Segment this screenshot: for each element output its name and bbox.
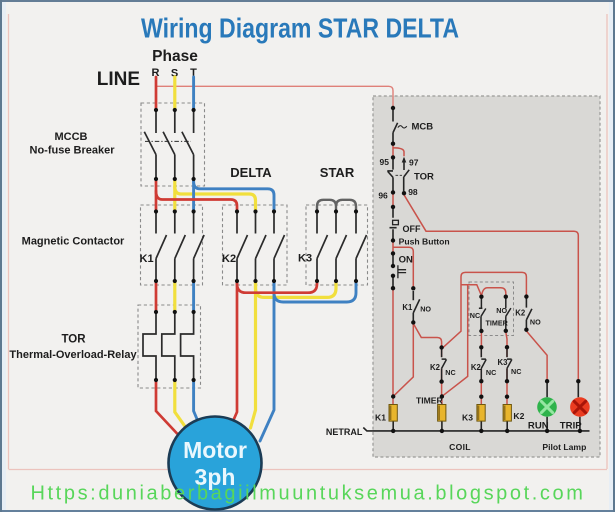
svg-text:Thermal-Overload-Relay: Thermal-Overload-Relay	[9, 349, 137, 361]
svg-text:LINE: LINE	[97, 69, 140, 90]
svg-text:NO: NO	[530, 317, 541, 326]
svg-text:S: S	[171, 68, 178, 80]
svg-text:TIMER: TIMER	[486, 319, 509, 328]
svg-text:ON: ON	[399, 254, 413, 265]
svg-text:NC: NC	[486, 368, 496, 377]
svg-text:98: 98	[408, 187, 418, 197]
svg-text:NO: NO	[496, 306, 507, 315]
svg-text:K2: K2	[515, 308, 526, 317]
svg-text:Wiring Diagram STAR DELTA: Wiring Diagram STAR DELTA	[141, 13, 459, 44]
svg-text:K2: K2	[222, 253, 236, 265]
svg-text:Pilot Lamp: Pilot Lamp	[542, 442, 586, 452]
svg-text:COIL: COIL	[449, 442, 471, 452]
svg-text:TIMER: TIMER	[416, 396, 444, 406]
svg-text:K2: K2	[430, 363, 441, 372]
svg-text:Motor: Motor	[183, 437, 247, 463]
svg-text:OFF: OFF	[403, 224, 421, 234]
svg-text:K1: K1	[140, 253, 154, 265]
svg-text:K1: K1	[375, 413, 386, 423]
svg-text:TRIP: TRIP	[560, 421, 582, 432]
svg-text:97: 97	[409, 157, 419, 167]
svg-text:NC: NC	[445, 368, 455, 377]
svg-text:No-fuse Breaker: No-fuse Breaker	[30, 145, 116, 157]
svg-text:RUN: RUN	[528, 421, 549, 432]
svg-text:Https:duniaberbagiilmuuntuksem: Https:duniaberbagiilmuuntuksemua.blogspo…	[30, 483, 585, 505]
svg-text:Magnetic Contactor: Magnetic Contactor	[22, 236, 125, 248]
svg-text:K3: K3	[298, 253, 312, 265]
svg-text:DELTA: DELTA	[230, 165, 272, 180]
svg-text:96: 96	[378, 191, 388, 201]
svg-text:MCCB: MCCB	[55, 131, 88, 143]
svg-text:R: R	[152, 67, 160, 79]
svg-text:K1: K1	[402, 303, 413, 312]
svg-text:K3: K3	[498, 358, 509, 367]
svg-text:T: T	[190, 67, 197, 79]
svg-text:Phase: Phase	[152, 48, 198, 65]
svg-text:95: 95	[380, 157, 390, 167]
svg-text:MCB: MCB	[412, 122, 434, 133]
svg-text:3ph: 3ph	[195, 464, 236, 490]
svg-text:K2: K2	[471, 363, 482, 372]
svg-text:NETRAL: NETRAL	[326, 427, 363, 437]
svg-text:NO: NO	[420, 305, 431, 314]
svg-text:STAR: STAR	[320, 165, 355, 180]
svg-text:TOR: TOR	[61, 334, 86, 346]
svg-text:NC: NC	[470, 311, 480, 320]
svg-text:K3: K3	[462, 413, 473, 423]
svg-text:NC: NC	[511, 367, 521, 376]
svg-text:K2: K2	[513, 411, 524, 421]
svg-text:Push Button: Push Button	[399, 236, 450, 246]
svg-text:TOR: TOR	[414, 171, 434, 182]
